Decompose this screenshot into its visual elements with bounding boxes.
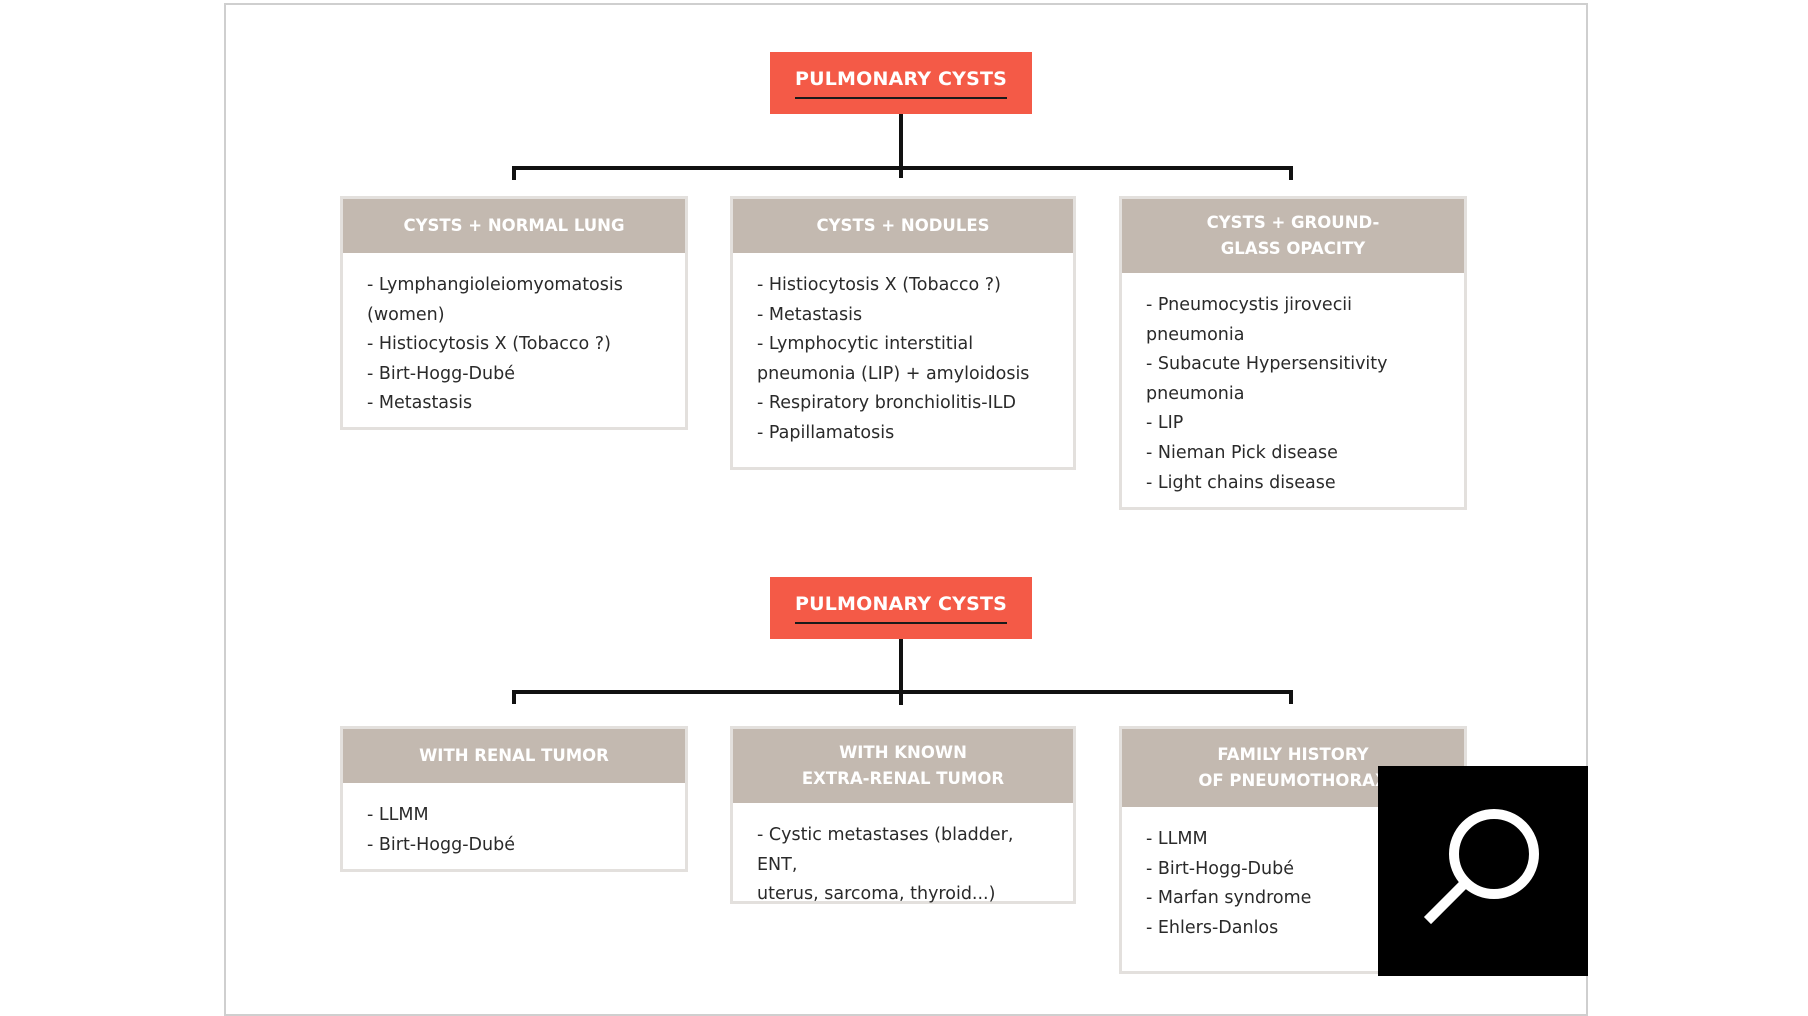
branch-card-2-3-body: - LLMM - Birt-Hogg-Dubé - Marfan syndrom… [1122,807,1464,953]
branch-card-1-2-body: - Histiocytosis X (Tobacco ?) - Metastas… [733,253,1073,459]
branch-card-2-2: WITH KNOWN EXTRA-RENAL TUMOR - Cystic me… [730,726,1076,904]
list-item: pneumonia [1146,324,1245,345]
list-item: uterus, sarcoma, thyroid...) [757,884,996,905]
root-node-1: PULMONARY CYSTS [770,52,1032,114]
branch-card-1-1-header: CYSTS + NORMAL LUNG [343,199,685,253]
branch-card-2-1-header: WITH RENAL TUMOR [343,729,685,783]
list-item: - Lymphocytic interstitial [757,334,974,355]
branch-card-2-1-title-line: WITH RENAL TUMOR [419,746,609,765]
branch-card-1-1-body: - Lymphangioleiomyomatosis (women) - His… [343,253,685,429]
branch-card-1-2-header: CYSTS + NODULES [733,199,1073,253]
list-item: - Respiratory bronchiolitis-ILD [757,393,1016,414]
branch-card-2-3: FAMILY HISTORY OF PNEUMOTHORAX - LLMM - … [1119,726,1467,974]
list-item: - Ehlers-Danlos [1146,917,1279,938]
branch-card-1-3: CYSTS + GROUND- GLASS OPACITY - Pneumocy… [1119,196,1467,510]
list-item: - LLMM [1146,829,1208,849]
list-item: - LLMM [367,805,429,825]
list-item: - Birt-Hogg-Dubé [367,834,515,855]
branch-card-2-1: WITH RENAL TUMOR - LLMM - Birt-Hogg-Dubé [340,726,688,872]
connector-2-stem [899,639,903,705]
list-item: - Histiocytosis X (Tobacco ?) [757,275,1001,295]
branch-card-1-1: CYSTS + NORMAL LUNG - Lymphangioleiomyom… [340,196,688,430]
connector-2-bar [512,690,1293,694]
list-item: (women) [367,304,445,325]
connector-2-drop-right [1289,690,1293,704]
connector-1-drop-left [512,166,516,180]
connector-1-drop-right [1289,166,1293,180]
list-item: - Metastasis [367,393,473,414]
root-node-2-label: PULMONARY CYSTS [794,593,1008,624]
list-item: - Marfan syndrome [1146,888,1312,909]
connector-1-stem [899,114,903,178]
list-item: pneumonia (LIP) + amyloidosis [757,363,1030,384]
branch-card-1-3-title-line: GLASS OPACITY [1220,239,1366,258]
list-item: - Histiocytosis X (Tobacco ?) [367,334,611,355]
zoom-button[interactable] [1378,766,1588,976]
list-item: - Cystic metastases (bladder, ENT, [757,825,1014,875]
magnifier-icon [1423,809,1539,925]
list-item: pneumonia [1146,383,1245,404]
list-item: - Birt-Hogg-Dubé [1146,858,1294,879]
list-item: - Metastasis [757,304,863,325]
list-item: - Lymphangioleiomyomatosis [367,275,623,295]
branch-card-1-3-title-line: CYSTS + GROUND- [1206,213,1380,232]
connector-1-bar [512,166,1293,170]
branch-card-2-3-title-line: OF PNEUMOTHORAX [1198,771,1388,790]
branch-card-2-2-body: - Cystic metastases (bladder, ENT, uteru… [733,803,1073,920]
connector-2-drop-left [512,690,516,704]
list-item: - Nieman Pick disease [1146,442,1338,463]
root-node-2: PULMONARY CYSTS [770,577,1032,639]
list-item: - Light chains disease [1146,472,1336,493]
list-item: - Pneumocystis jirovecii [1146,295,1353,315]
branch-card-2-1-body: - LLMM - Birt-Hogg-Dubé [343,783,685,870]
branch-card-1-3-body: - Pneumocystis jirovecii pneumonia - Sub… [1122,273,1464,508]
branch-card-2-3-title-line: FAMILY HISTORY [1217,745,1369,764]
list-item: - Subacute Hypersensitivity [1146,354,1388,375]
root-node-1-label: PULMONARY CYSTS [794,68,1008,99]
branch-card-1-2: CYSTS + NODULES - Histiocytosis X (Tobac… [730,196,1076,470]
branch-card-2-2-title-line: EXTRA-RENAL TUMOR [801,769,1005,788]
list-item: - LIP [1146,413,1184,434]
branch-card-2-2-title-line: WITH KNOWN [839,743,967,762]
list-item: - Papillamatosis [757,422,895,443]
branch-card-1-1-title-line: CYSTS + NORMAL LUNG [403,216,625,235]
list-item: - Birt-Hogg-Dubé [367,363,515,384]
branch-card-1-2-title-line: CYSTS + NODULES [816,216,990,235]
branch-card-1-3-header: CYSTS + GROUND- GLASS OPACITY [1122,199,1464,273]
branch-card-2-2-header: WITH KNOWN EXTRA-RENAL TUMOR [733,729,1073,803]
